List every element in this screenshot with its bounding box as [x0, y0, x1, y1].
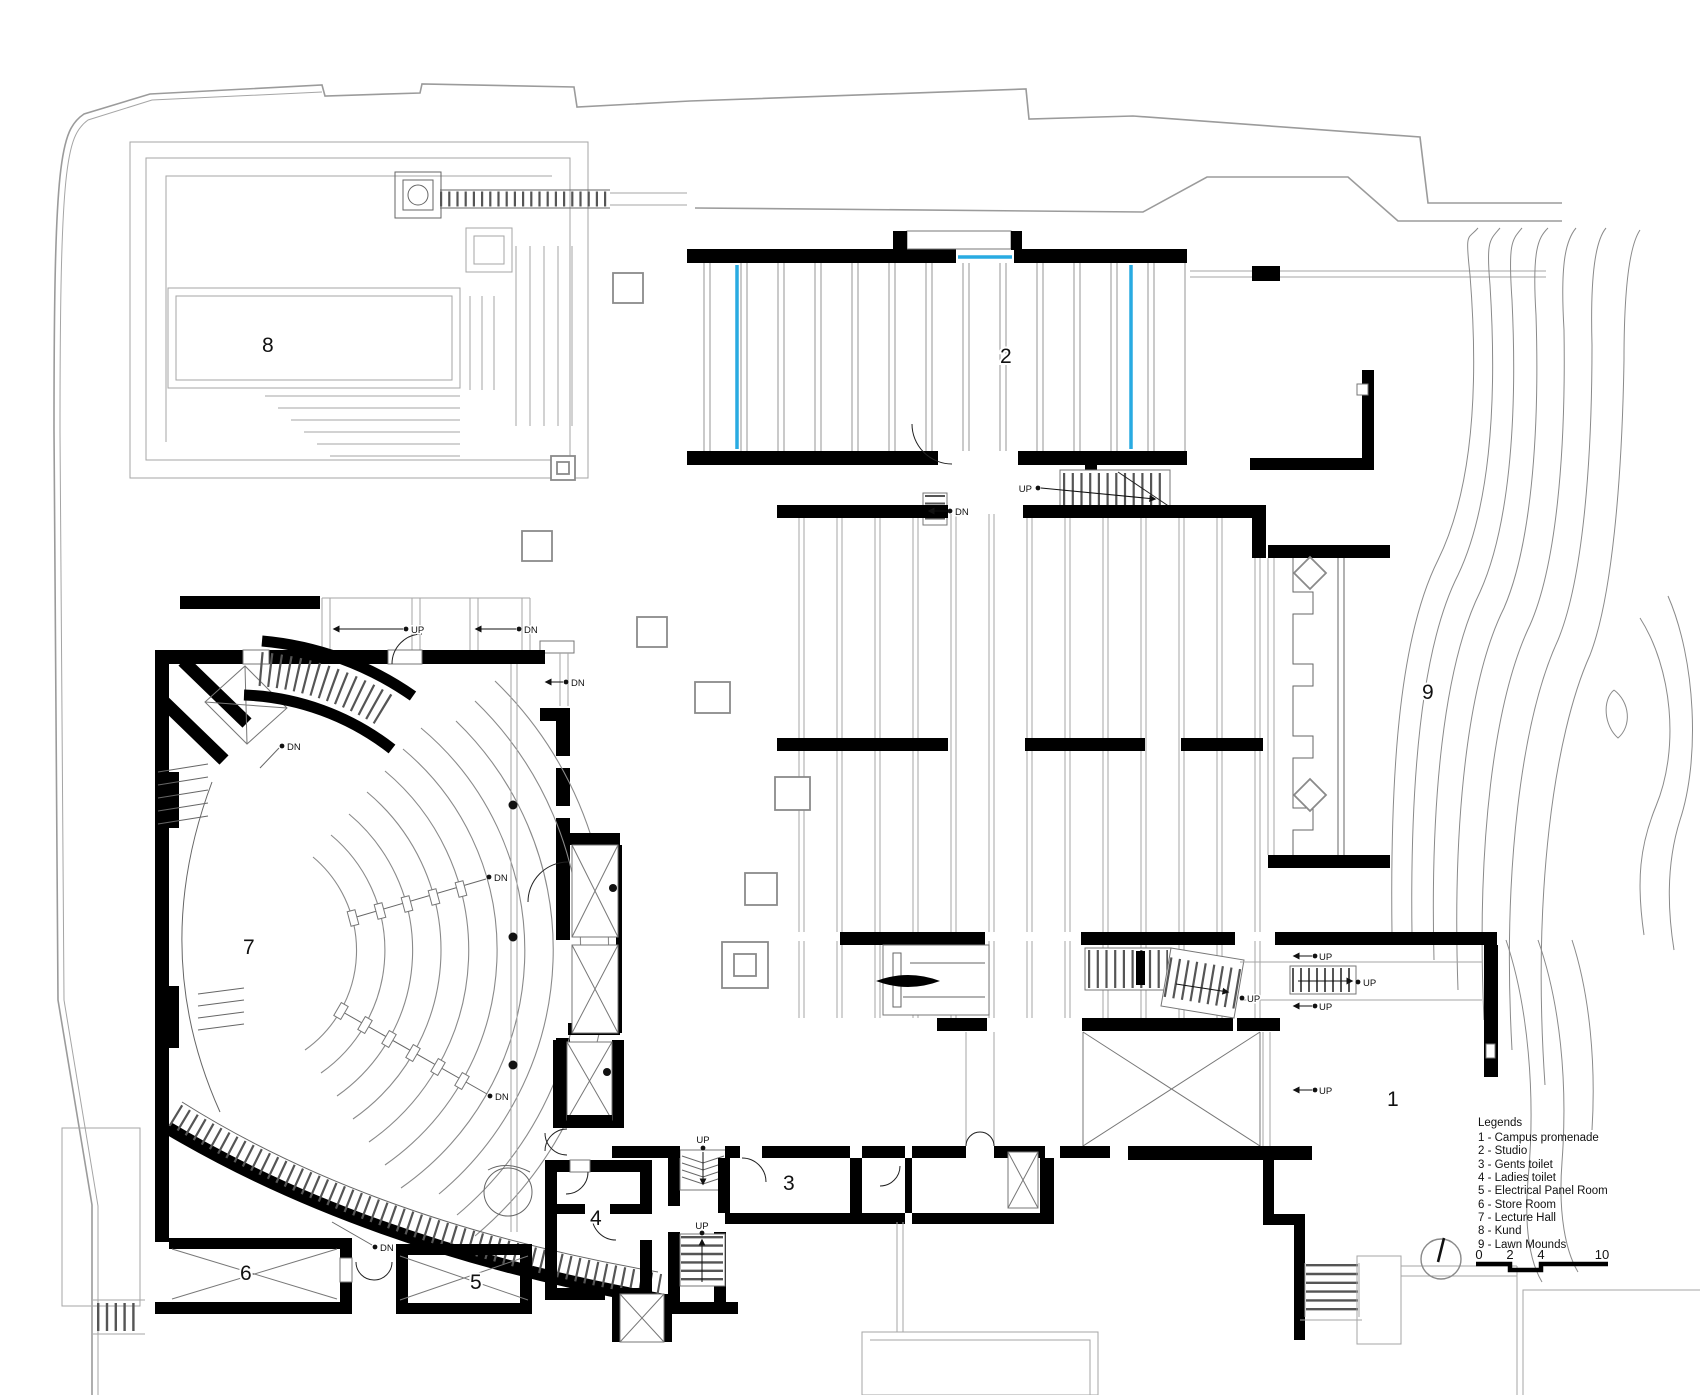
- scale-tick: 10: [1595, 1247, 1609, 1262]
- tower-circle-icon: [407, 184, 429, 206]
- door-swing: [565, 1171, 617, 1241]
- up-label: UP: [1319, 1086, 1332, 1097]
- lecture-hall-plan: [155, 596, 664, 1307]
- up-label: UP: [1319, 952, 1332, 963]
- stair-up: [1059, 469, 1171, 511]
- lawn-mound-contours: [1391, 227, 1693, 1283]
- scale-tick: 0: [1475, 1247, 1482, 1262]
- seating-rows: [304, 680, 610, 1237]
- studio-plan: [687, 230, 1280, 507]
- legend-item: 3 - Gents toilet: [1478, 1159, 1554, 1171]
- scale-tick: 4: [1537, 1247, 1544, 1262]
- kund-plan: [129, 141, 589, 479]
- diamond-ornament-icon: [1292, 777, 1328, 813]
- up-label: UP: [1019, 484, 1032, 495]
- door-swing: [355, 1261, 393, 1281]
- aisle-steps: [333, 880, 470, 1091]
- room-label-gents-toilet: 3: [783, 1172, 795, 1195]
- legend-item: 7 - Lecture Hall: [1478, 1212, 1556, 1224]
- dn-label: DN: [524, 625, 538, 636]
- room-number-labels: 1 2 3 4 5 6 7 8 9: [238, 332, 1436, 1296]
- room-label-lecture-hall: 7: [243, 936, 255, 959]
- legend-title: Legends: [1478, 1117, 1522, 1129]
- dn-label: DN: [955, 507, 969, 518]
- up-label: UP: [1363, 978, 1376, 989]
- promenade-columns: [521, 272, 811, 989]
- north-needle-icon: [1436, 1237, 1446, 1263]
- promenade-walls: [777, 505, 1498, 1077]
- up-label: UP: [411, 625, 424, 636]
- room-label-store: 6: [240, 1262, 252, 1285]
- direction-annotations: UP DN DN DN DN DN DN DN UP UP UP UP UP U…: [259, 483, 1378, 1256]
- ladies-toilet-plan: [544, 1040, 652, 1300]
- room-label-electrical: 5: [470, 1271, 482, 1294]
- north-indicator: [1420, 1237, 1462, 1280]
- dn-label: DN: [287, 742, 301, 753]
- room-label-campus-promenade: 1: [1387, 1088, 1399, 1111]
- dn-label: DN: [571, 678, 585, 689]
- site-boundary-lines: [53, 83, 1562, 1395]
- legend-item: 6 - Store Room: [1478, 1199, 1556, 1211]
- bottom-wing-plan: [612, 1131, 1312, 1340]
- room-label-lawn-mounds: 9: [1422, 681, 1434, 704]
- room-label-ladies-toilet: 4: [590, 1207, 602, 1230]
- north-circle-icon: [1420, 1238, 1462, 1280]
- door-swing: [391, 633, 423, 665]
- store-room-plan: [155, 1238, 353, 1314]
- electrical-room-plan: [355, 1244, 532, 1314]
- door-swing: [911, 423, 953, 465]
- legend: Legends 1 - Campus promenade 2 - Studio …: [1478, 1117, 1608, 1251]
- drum-element: [483, 1167, 533, 1217]
- up-label: UP: [1319, 1002, 1332, 1013]
- room-label-kund: 8: [262, 334, 274, 357]
- screen-wall-gallery: [1250, 370, 1390, 868]
- scale-bar: 0 2 4 10: [1475, 1247, 1609, 1273]
- double-door-swing: [965, 1131, 995, 1147]
- ramp-cross-void: [1082, 1031, 1261, 1147]
- up-label: UP: [1247, 994, 1260, 1005]
- stair-straight: [1084, 947, 1172, 991]
- legend-item: 1 - Campus promenade: [1478, 1132, 1599, 1144]
- pivot-door-icon: [876, 975, 940, 987]
- promenade-circulation: [876, 944, 1482, 1147]
- dn-label: DN: [494, 873, 508, 884]
- door-swing: [544, 1128, 568, 1156]
- legend-item: 9 - Lawn Mounds: [1478, 1239, 1566, 1251]
- door-swing: [527, 861, 569, 903]
- context-outlines: [61, 1127, 1700, 1395]
- up-label: UP: [696, 1135, 709, 1146]
- legend-item: 5 - Electrical Panel Room: [1478, 1185, 1608, 1197]
- dn-label: DN: [380, 1243, 394, 1254]
- legend-item: 8 - Kund: [1478, 1225, 1521, 1237]
- dn-label: DN: [495, 1092, 509, 1103]
- legend-item: 4 - Ladies toilet: [1478, 1172, 1557, 1184]
- room-label-studio: 2: [1000, 345, 1012, 368]
- kund-tower-and-bridge: [394, 171, 687, 219]
- ramp-up: [1289, 965, 1357, 995]
- up-label: UP: [695, 1221, 708, 1232]
- door-swing: [741, 1157, 901, 1187]
- scale-bar-line: [1476, 1261, 1608, 1273]
- scale-tick: 2: [1506, 1247, 1513, 1262]
- diamond-ornament-icon: [1292, 555, 1328, 591]
- legend-item: 2 - Studio: [1478, 1145, 1527, 1157]
